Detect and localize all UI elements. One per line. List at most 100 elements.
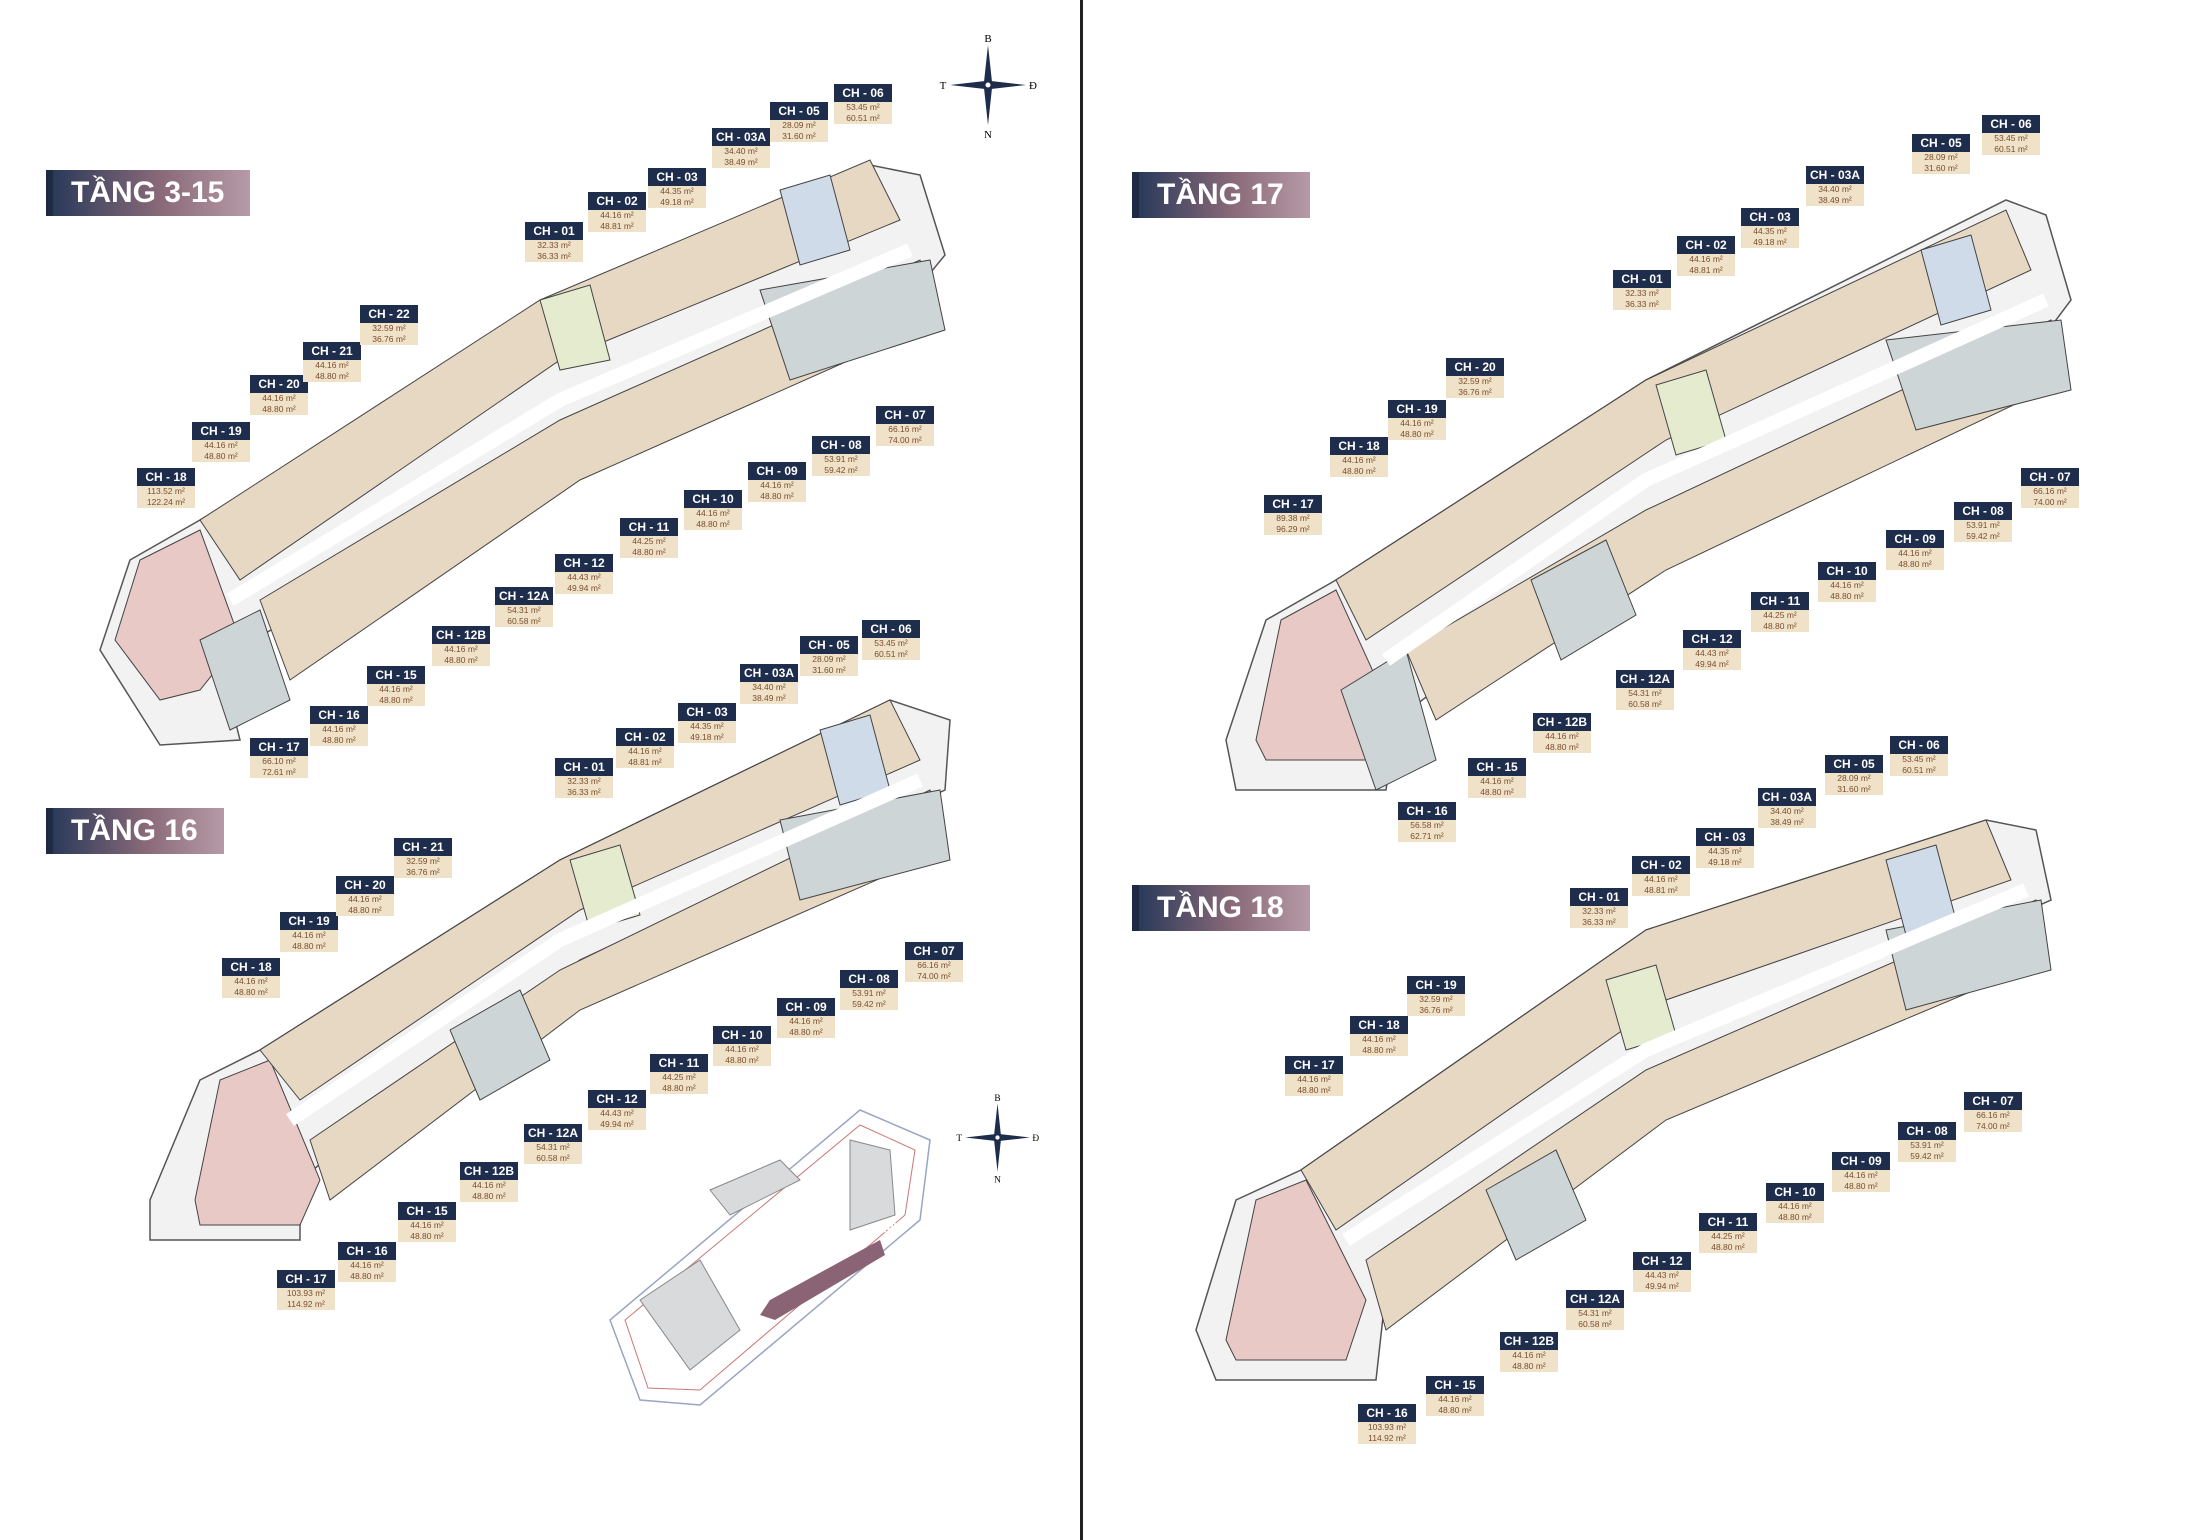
unit-area-2: 48.80 m²: [310, 735, 368, 746]
floor-17-unit-blue: [1920, 234, 1992, 326]
unit-code: CH - 12: [588, 1090, 646, 1108]
unit-area-2: 59.42 m²: [812, 465, 870, 476]
unit-code: CH - 16: [338, 1242, 396, 1260]
unit-code: CH - 03A: [1806, 166, 1864, 184]
unit-area-2: 48.80 m²: [620, 547, 678, 558]
floor-3-15-corridor: [226, 243, 913, 606]
unit-area-1: 32.59 m²: [360, 323, 418, 334]
unit-area-1: 54.31 m²: [524, 1142, 582, 1153]
unit-area-2: 49.94 m²: [1683, 659, 1741, 670]
unit-area-1: 54.31 m²: [1616, 688, 1674, 699]
compass-east: Đ: [1032, 1134, 1039, 1144]
floor-17-unit-gray-left: [1340, 649, 1437, 791]
unit-area-1: 44.16 m²: [310, 724, 368, 735]
unit-code: CH - 20: [1446, 358, 1504, 376]
unit-area-2: 96.29 m²: [1264, 524, 1322, 535]
unit-area-1: 44.16 m²: [336, 894, 394, 905]
